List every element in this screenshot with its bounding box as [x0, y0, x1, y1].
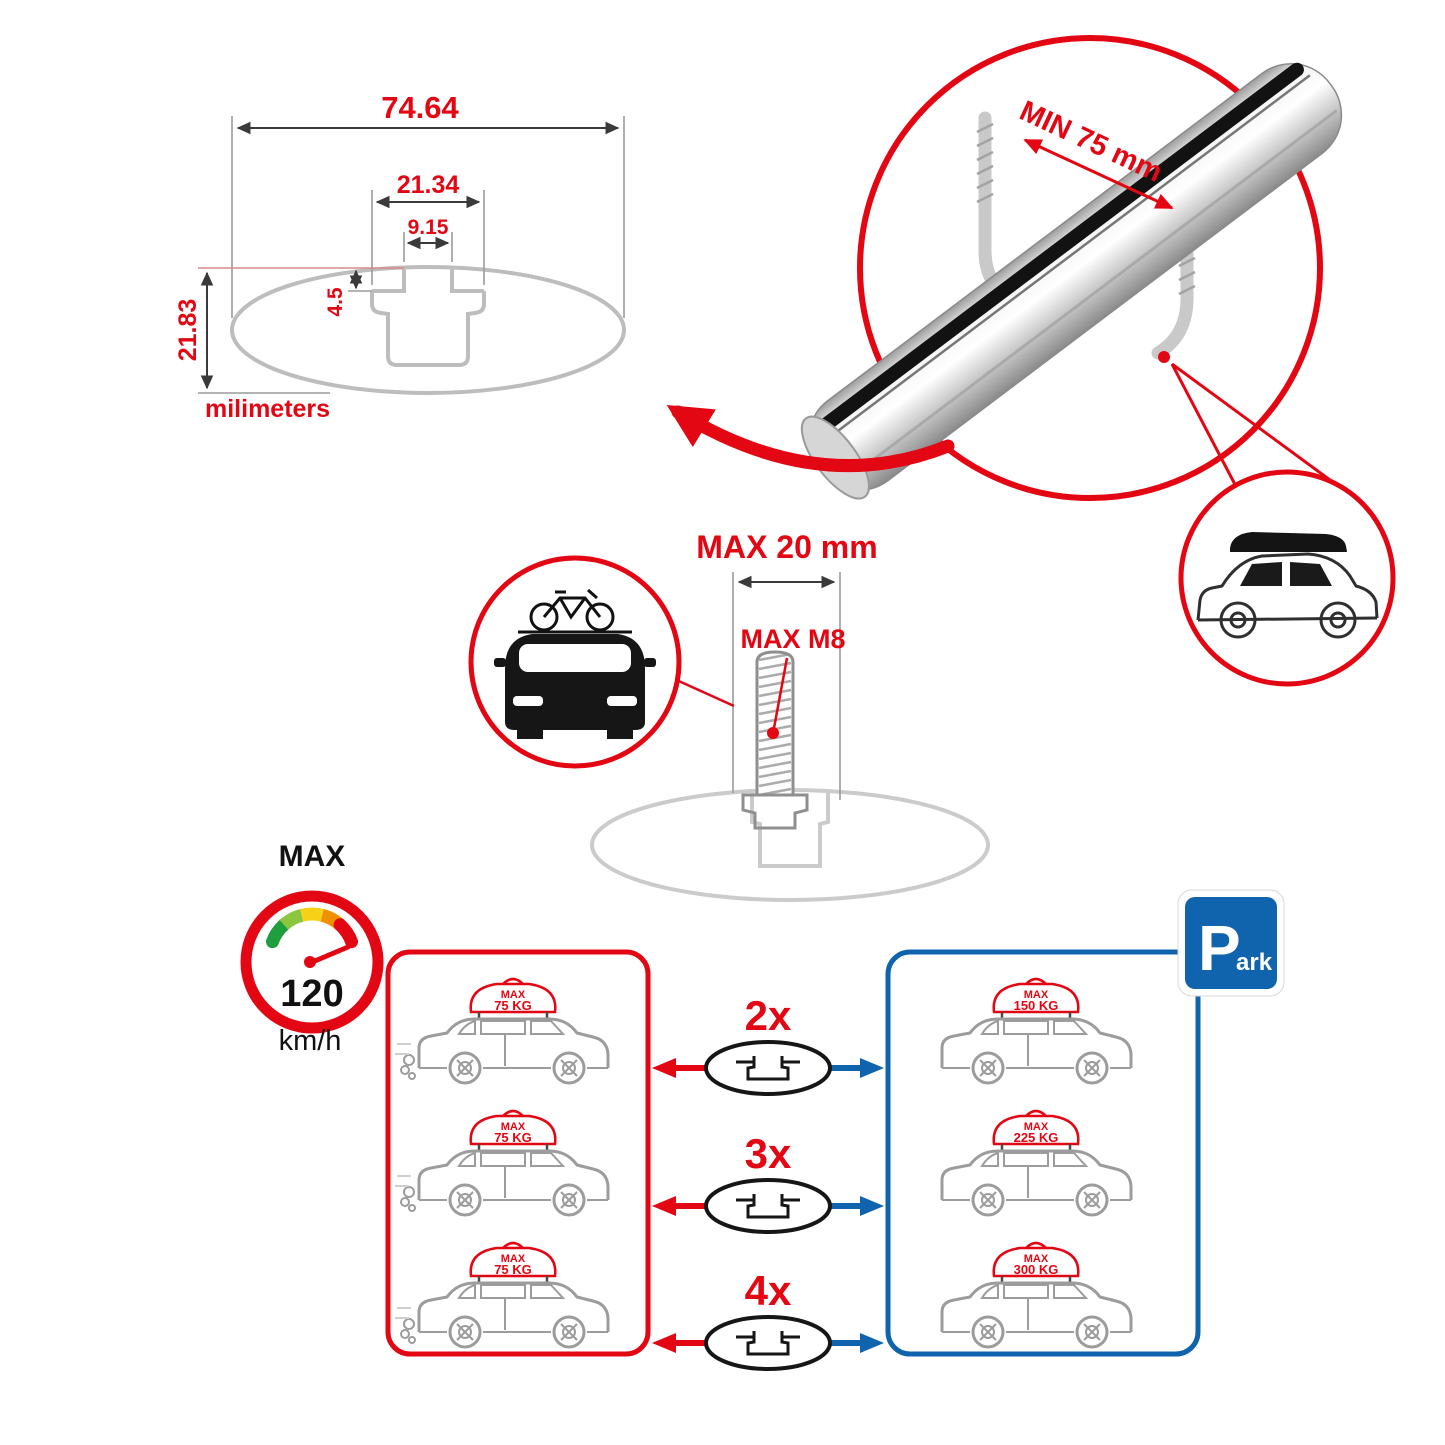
speed-unit: km/h	[279, 1025, 342, 1057]
gauge-max-label: MAX	[279, 840, 346, 873]
car-load-value: 75 KG	[494, 1262, 532, 1277]
right-arrowhead-icon	[860, 1058, 884, 1078]
gauge-needle	[307, 944, 351, 966]
crossbar-cross-section-diagram: 74.64 21.34 9.15 21.83 4.5 milimeters	[174, 90, 626, 423]
crossbar-section-icon	[704, 1178, 832, 1234]
car-load-value: 300 KG	[1014, 1262, 1059, 1277]
count-label: 2x	[745, 992, 792, 1039]
crossbar-section-icon	[704, 1040, 832, 1096]
parked-car-2: MAX 225 KG	[940, 1109, 1133, 1217]
car-load-label: MAX	[1024, 989, 1049, 1001]
clamp-pointer-dot	[1158, 351, 1170, 363]
max-thread-label: MAX M8	[740, 624, 845, 654]
left-arrowhead-icon	[652, 1333, 676, 1353]
car-front-icon	[494, 630, 656, 739]
driving-car-1: MAX 75 KG	[394, 977, 610, 1085]
car-load-label: MAX	[1024, 1121, 1049, 1133]
driving-car-2: MAX 75 KG	[394, 1109, 610, 1217]
profile-channel	[370, 291, 486, 367]
bike-car-inset	[468, 555, 735, 769]
aluminum-crossbar	[800, 62, 1343, 500]
crossbar-count-option-2: 3x	[652, 1130, 884, 1234]
dim-width-label: 74.64	[381, 90, 459, 125]
crossbar-section-icon	[704, 1315, 832, 1371]
car-load-label: MAX	[501, 1121, 526, 1133]
dim-shoulder-label: 21.34	[397, 171, 460, 199]
roofbox-car-inset	[1170, 362, 1396, 687]
parked-car-1: MAX 150 KG	[940, 977, 1133, 1085]
thread-pointer-dot	[767, 727, 779, 739]
count-label: 4x	[745, 1267, 792, 1314]
car-load-value: 75 KG	[494, 998, 532, 1013]
bike-icon	[529, 588, 615, 632]
park-sign-letter: P	[1198, 912, 1241, 984]
park-sign-rest: ark	[1236, 949, 1273, 976]
ghost-profile-ellipse	[590, 788, 990, 902]
profile-ellipse	[230, 265, 626, 395]
crossbar-photo-inset: MIN 75 mm	[666, 35, 1343, 501]
park-brand-sign: P ark	[1177, 889, 1285, 997]
right-arrowhead-icon	[860, 1333, 884, 1353]
driving-speed-panel: MAX 75 KG MAX 75 KG MAX 75 KG	[385, 949, 651, 1357]
car-load-label: MAX	[1024, 1253, 1049, 1265]
parking-load-panel: MAX 150 KG MAX 225 KG MAX 300 KG P ark	[885, 889, 1285, 1357]
car-load-value: 75 KG	[494, 1130, 532, 1145]
right-arrowhead-icon	[860, 1196, 884, 1216]
suv-roofbox-icon	[1196, 532, 1379, 639]
crossbar-count-option-1: 2x	[652, 992, 884, 1096]
crossbar-count-option-3: 4x	[652, 1267, 884, 1371]
left-arrowhead-icon	[652, 1058, 676, 1078]
count-label: 3x	[745, 1130, 792, 1177]
car-load-label: MAX	[501, 989, 526, 1001]
speed-value: 120	[280, 973, 343, 1015]
speed-limit-gauge: MAX 120 km/h	[240, 840, 384, 1057]
bolt-dimension-diagram: MAX 20 mm MAX M8	[590, 529, 990, 902]
car-load-value: 225 KG	[1014, 1130, 1059, 1145]
car-load-value: 150 KG	[1014, 998, 1059, 1013]
left-arrowhead-icon	[652, 1196, 676, 1216]
dim-slot-label: 9.15	[408, 216, 449, 239]
driving-car-3: MAX 75 KG	[394, 1241, 610, 1349]
max-length-label: MAX 20 mm	[696, 529, 877, 565]
pointer-arrow	[666, 405, 955, 473]
parked-car-3: MAX 300 KG	[940, 1241, 1133, 1349]
dim-lip-label: 4.5	[324, 287, 347, 317]
car-load-label: MAX	[501, 1253, 526, 1265]
unit-label: milimeters	[205, 395, 330, 423]
dim-height-label: 21.83	[174, 299, 202, 362]
